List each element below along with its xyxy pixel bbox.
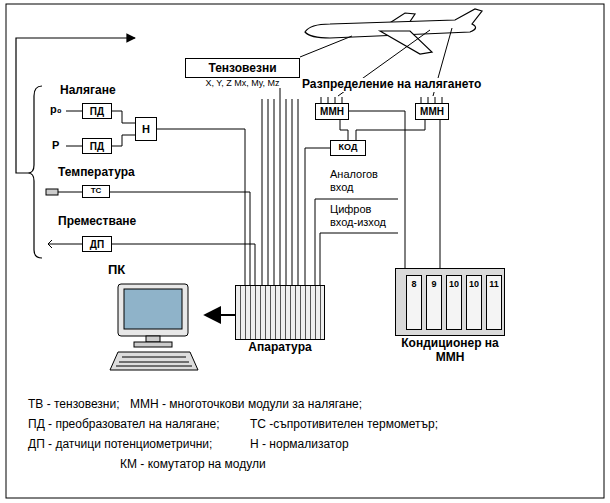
node-text: ММН bbox=[320, 106, 344, 117]
thermometer-probe bbox=[46, 189, 58, 195]
node-text: Апаратура bbox=[235, 340, 325, 354]
computer bbox=[110, 284, 198, 370]
potentiometer-box: ДП bbox=[82, 236, 112, 252]
displacement-input bbox=[48, 240, 82, 248]
diagram-label: Температура bbox=[58, 166, 135, 180]
strain-gauge-box: Тензовезни X, Y, Z Mx, My, Mz bbox=[185, 58, 300, 88]
node-text: 8 bbox=[411, 279, 416, 289]
node-text: 11 bbox=[489, 279, 499, 289]
node-text: 10 bbox=[469, 279, 479, 289]
node-text: КОД bbox=[339, 143, 358, 153]
monitor-base bbox=[134, 342, 172, 347]
connector bbox=[440, 120, 441, 268]
node-text: 9 bbox=[431, 279, 436, 289]
rack-slot: 8 bbox=[406, 275, 422, 330]
input-line bbox=[66, 111, 82, 112]
rack-slot: 10 bbox=[446, 275, 462, 330]
diagram-label: P bbox=[52, 139, 59, 152]
node-text: ММН bbox=[420, 106, 444, 117]
connector bbox=[157, 129, 245, 285]
connector bbox=[112, 244, 255, 285]
legend-note: ММН - многоточкови модули за налягане; bbox=[130, 398, 362, 412]
plainbox-panel: Тензовезни bbox=[185, 58, 300, 78]
connector bbox=[340, 120, 348, 140]
diagram-label: Преместване bbox=[58, 215, 136, 229]
equipment-rack: Апаратура bbox=[235, 285, 325, 354]
rack-panel bbox=[235, 285, 325, 340]
connector bbox=[205, 314, 235, 316]
keyboard bbox=[110, 352, 198, 370]
connector bbox=[349, 111, 405, 268]
connector bbox=[110, 192, 250, 285]
node-text: 10 bbox=[449, 279, 459, 289]
computer-node: ПК bbox=[108, 262, 205, 374]
io-lines bbox=[315, 199, 398, 285]
diagram-label: Аналогов вход bbox=[330, 168, 392, 193]
connector bbox=[112, 135, 135, 146]
conditioner-rack: 8 9 10 10 11Кондиционер на ММН bbox=[395, 268, 505, 364]
module-switch-box: КОД bbox=[330, 140, 366, 156]
monitor bbox=[118, 284, 188, 336]
node-text: ПД bbox=[90, 141, 104, 152]
connector bbox=[305, 148, 330, 285]
monitor-stand bbox=[146, 336, 160, 342]
legend-note: КМ - комутатор на модули bbox=[120, 458, 266, 472]
input-line bbox=[66, 146, 82, 147]
legend-note: ДП - датчици потенциометрични; bbox=[28, 438, 212, 452]
node-text: ПД bbox=[90, 106, 104, 117]
legend-note: ТВ - тензовезни; bbox=[28, 398, 120, 412]
node-text: Тензовезни bbox=[208, 61, 276, 75]
input-line bbox=[58, 192, 82, 193]
node-text: ТС bbox=[91, 187, 102, 196]
diagram-label: Налягане bbox=[60, 84, 116, 98]
leader-line bbox=[300, 36, 352, 57]
screen bbox=[124, 289, 182, 329]
legend-note: Н - нормализатор bbox=[250, 438, 349, 452]
diagram-label: Цифров вход-изход bbox=[330, 203, 396, 228]
feedback-arrow bbox=[16, 38, 135, 173]
rack-slot: 10 bbox=[466, 275, 482, 330]
curly-bracket bbox=[28, 86, 42, 258]
connector bbox=[112, 111, 135, 123]
pressure-module-box: ММН bbox=[315, 103, 349, 120]
thermometer-box: ТС bbox=[82, 185, 110, 198]
node-text: Кондиционер на ММН bbox=[395, 336, 505, 364]
keyboard-keys bbox=[116, 357, 192, 366]
analog-input-line bbox=[315, 199, 398, 285]
node-text: ДП bbox=[90, 239, 104, 250]
connector bbox=[280, 88, 281, 285]
node-text: Н bbox=[142, 123, 150, 135]
rack-slot: 9 bbox=[426, 275, 442, 330]
airplane bbox=[305, 9, 482, 54]
diagram-label: p₀ bbox=[50, 103, 62, 116]
legend-note: ПД - преобразовател на налягане; bbox=[28, 418, 220, 432]
cond-panel: 8 9 10 10 11 bbox=[395, 268, 505, 336]
diagram-label: Разпределение на налягането bbox=[300, 78, 483, 92]
pressure-transducer-box: ПД bbox=[82, 103, 112, 119]
pressure-transducer-box: ПД bbox=[82, 138, 112, 154]
legend-note: ТС -съпротивителен термометър; bbox=[250, 418, 438, 432]
pressure-module-box: ММН bbox=[415, 103, 449, 120]
frame bbox=[6, 4, 604, 498]
normalizer-box: Н bbox=[135, 117, 157, 141]
digital-io-line bbox=[320, 233, 398, 285]
node-text: X, Y, Z Mx, My, Mz bbox=[185, 78, 300, 88]
connector bbox=[356, 120, 425, 140]
rack-slot: 11 bbox=[486, 275, 502, 330]
node-text: ПК bbox=[108, 262, 205, 277]
